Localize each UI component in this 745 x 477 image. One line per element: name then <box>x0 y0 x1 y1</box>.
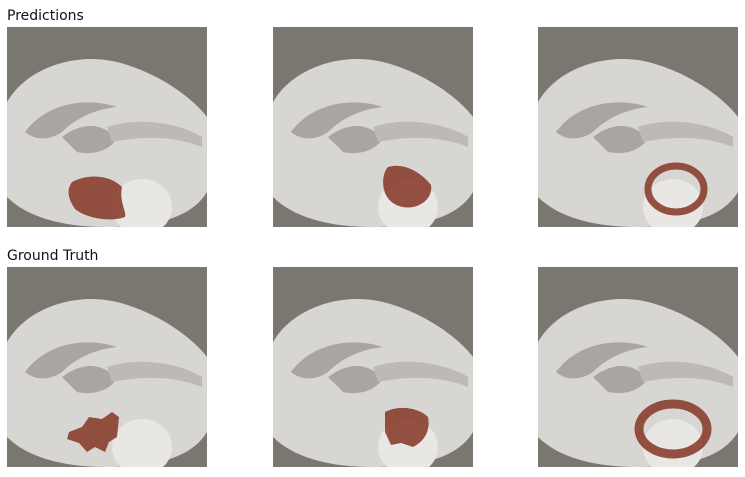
brain-slice <box>538 58 738 227</box>
ground-truth-panel-2 <box>273 267 473 467</box>
brain-slice <box>7 58 207 227</box>
predictions-title: Predictions <box>7 8 84 24</box>
brain-slice <box>538 298 738 467</box>
prediction-slice-1-image <box>7 27 207 227</box>
prediction-slice-2-image <box>273 27 473 227</box>
ground-truth-slice-1-image <box>7 267 207 467</box>
prediction-slice-3-image <box>538 27 738 227</box>
ground-truth-slice-3-image <box>538 267 738 467</box>
ground-truth-panel-1 <box>7 267 207 467</box>
prediction-panel-3 <box>538 27 738 227</box>
tumor-mask <box>385 407 429 447</box>
tumor-mask-ring <box>644 162 708 216</box>
ground-truth-slice-2-image <box>273 267 473 467</box>
brain-slice <box>7 298 207 467</box>
prediction-panel-1 <box>7 27 207 227</box>
ground-truth-title: Ground Truth <box>7 248 99 264</box>
tumor-mask <box>68 176 126 220</box>
tumor-mask-ring <box>634 399 712 459</box>
ground-truth-panel-3 <box>538 267 738 467</box>
tumor-mask <box>67 412 119 452</box>
prediction-panel-2 <box>273 27 473 227</box>
tumor-mask <box>383 165 432 208</box>
